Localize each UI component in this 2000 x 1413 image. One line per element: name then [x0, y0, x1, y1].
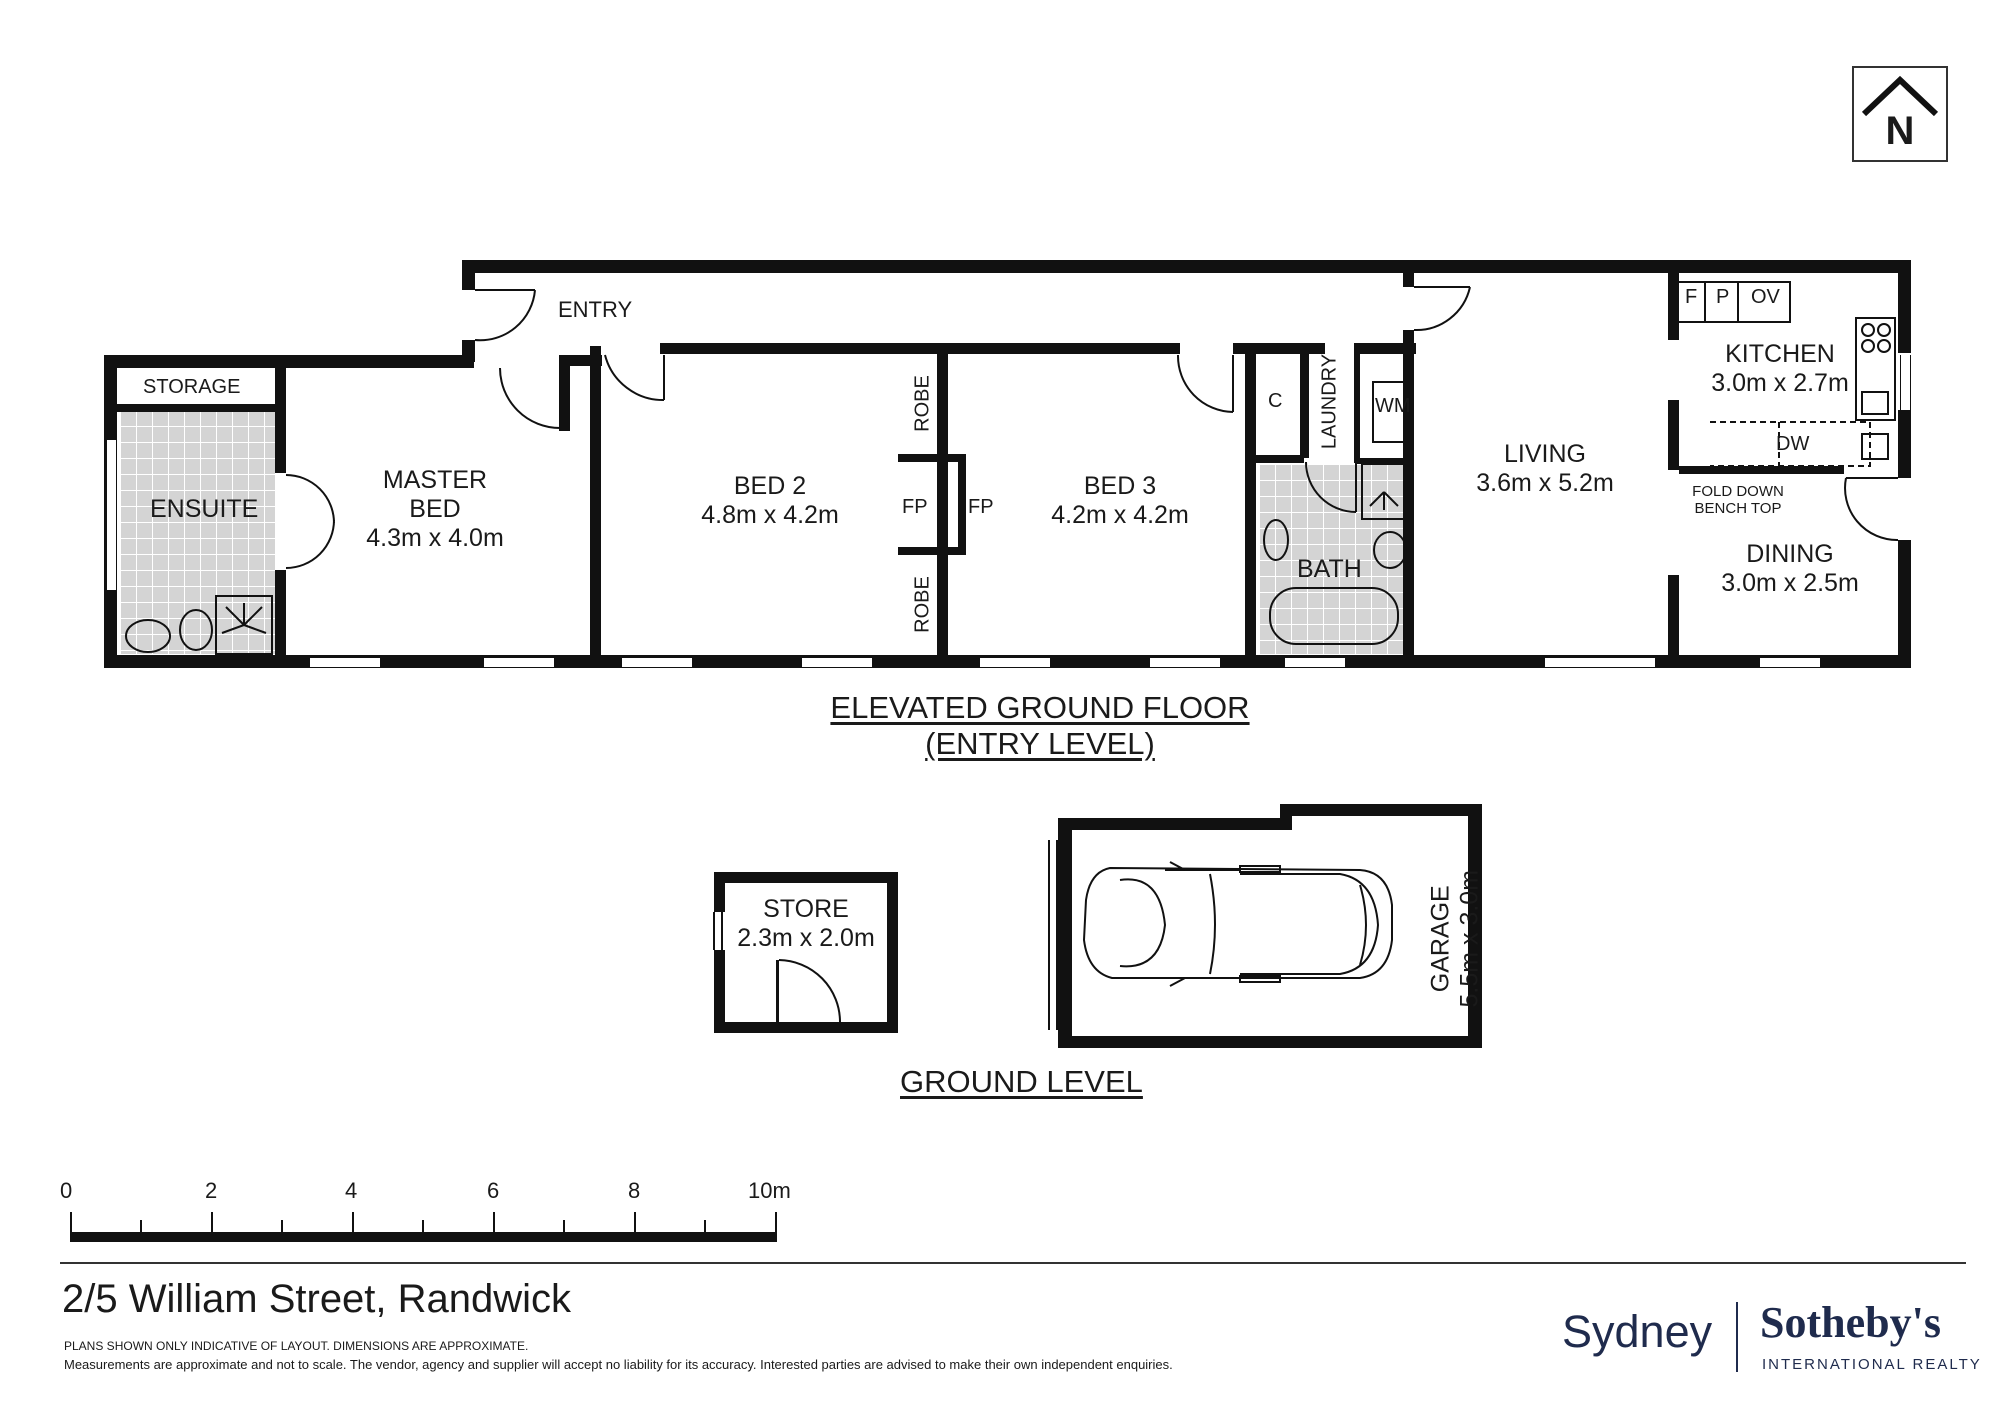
fold-down-bench-label: FOLD DOWN BENCH TOP: [1692, 483, 1784, 518]
oven-label: OV: [1751, 286, 1780, 308]
north-compass: N: [1852, 66, 1948, 162]
wm-label: WM: [1375, 395, 1411, 417]
north-label: N: [1885, 109, 1915, 153]
living-label: LIVING 3.6m x 5.2m: [1476, 440, 1614, 497]
ground-level-title: GROUND LEVEL: [900, 1064, 1143, 1099]
fp-label-right: FP: [968, 496, 994, 518]
dining-label: DINING 3.0m x 2.5m: [1721, 540, 1859, 597]
ensuite-tiles: [120, 410, 275, 654]
address: 2/5 William Street, Randwick: [62, 1277, 572, 1321]
upper-level-title: ELEVATED GROUND FLOOR (ENTRY LEVEL): [830, 690, 1250, 761]
brand-divider: [1736, 1302, 1738, 1372]
footer-divider: [60, 1262, 1966, 1264]
kitchen-label: KITCHEN 3.0m x 2.7m: [1711, 340, 1849, 397]
ensuite-label: ENSUITE: [150, 495, 259, 523]
disclaimer-line-2: Measurements are approximate and not to …: [64, 1357, 1173, 1372]
scale-label: 4: [345, 1178, 358, 1203]
scale-label: 2: [205, 1178, 218, 1203]
cupboard-label: C: [1268, 390, 1283, 412]
fp-label-left: FP: [902, 496, 928, 518]
scale-label: 8: [628, 1178, 641, 1203]
disclaimer-line-1: PLANS SHOWN ONLY INDICATIVE OF LAYOUT. D…: [64, 1339, 529, 1353]
fridge-label: F: [1685, 286, 1698, 308]
scale-label: 6: [487, 1178, 500, 1203]
store-label: STORE 2.3m x 2.0m: [737, 895, 875, 952]
north-arrow-icon: [1861, 75, 1939, 117]
scale-label: 0: [60, 1178, 73, 1203]
scale-label: 10m: [748, 1178, 791, 1203]
dishwasher-label: DW: [1776, 433, 1810, 455]
master-bed-label: MASTER BED 4.3m x 4.0m: [366, 466, 504, 552]
entry-label: ENTRY: [558, 297, 633, 322]
bed3-label: BED 3 4.2m x 4.2m: [1051, 472, 1189, 529]
storage-label: STORAGE: [143, 376, 241, 398]
garage-label: GARAGE 5.5m x 3.0m: [1426, 869, 1483, 1008]
pantry-label: P: [1716, 286, 1730, 308]
bed2-label: BED 2 4.8m x 4.2m: [701, 472, 839, 529]
brand-tagline: INTERNATIONAL REALTY: [1762, 1356, 1982, 1373]
brand-city: Sydney: [1562, 1306, 1713, 1357]
brand-name: Sotheby's: [1760, 1298, 1941, 1347]
bath-label: BATH: [1297, 555, 1362, 583]
